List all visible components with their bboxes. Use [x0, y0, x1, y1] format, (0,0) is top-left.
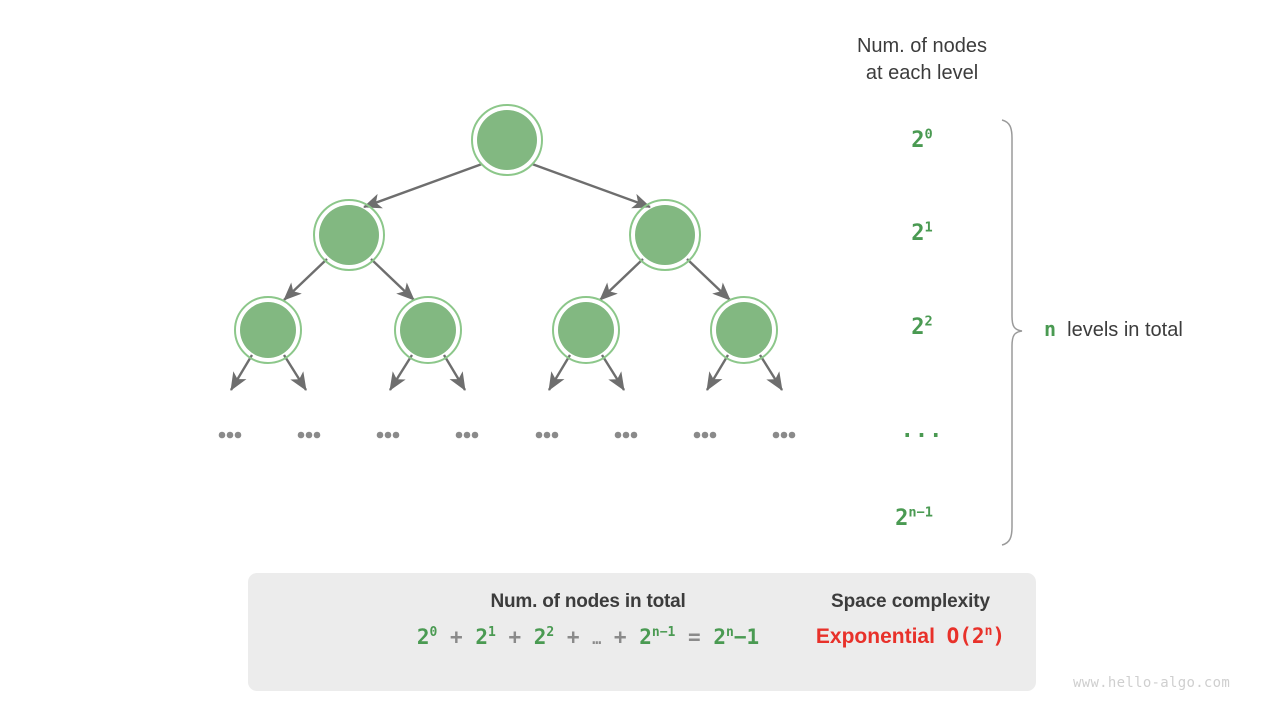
edge-l2b-right — [442, 354, 467, 391]
level-label-0: 20 — [911, 126, 933, 153]
verdict-big-o: O(2n) — [946, 624, 1006, 648]
tree-node — [629, 199, 701, 271]
summary-verdict: Exponential O(2n) — [788, 624, 1033, 649]
level-label-2: 22 — [911, 313, 933, 340]
level-label-last: 2n−1 — [895, 504, 933, 531]
tree-node — [394, 296, 462, 364]
summary-left: Num. of nodes in total 20 + 21 + 22 + … … — [258, 591, 918, 649]
ellipsis-group — [614, 431, 638, 439]
edge-l2d-right — [758, 354, 784, 391]
levels-total-label: n levels in total — [1044, 317, 1183, 342]
watermark: www.hello-algo.com — [1073, 675, 1231, 691]
level-label-1: 21 — [911, 219, 933, 246]
tree-node — [234, 296, 302, 364]
ellipsis-group — [297, 431, 321, 439]
levels-total-text: levels in total — [1067, 319, 1183, 341]
ellipsis-group — [693, 431, 717, 439]
column-header-nodes-per-level: Num. of nodes at each level — [856, 35, 988, 84]
verdict-label: Exponential — [815, 625, 935, 648]
tree-node — [552, 296, 620, 364]
tree-nodes — [234, 104, 778, 364]
summary-right: Space complexity Exponential O(2n) — [788, 591, 1033, 649]
ellipsis-group — [535, 431, 559, 439]
edge-l1b-left — [599, 258, 644, 301]
edge-l1a-left — [283, 258, 328, 301]
edge-l2c-left — [547, 354, 572, 391]
edge-l2a-right — [282, 354, 308, 391]
tree-node — [313, 199, 385, 271]
ellipsis-group — [218, 431, 242, 439]
summary-left-title: Num. of nodes in total — [490, 591, 686, 612]
edge-root-left — [363, 162, 483, 209]
level-label-ellipsis: ... — [900, 418, 944, 443]
summary-box: Num. of nodes in total 20 + 21 + 22 + … … — [248, 573, 1036, 691]
summary-right-title: Space complexity — [831, 591, 990, 612]
tree-edges — [229, 162, 784, 391]
edge-root-right — [531, 162, 651, 209]
tree-node — [471, 104, 543, 176]
edge-l1b-right — [686, 258, 731, 301]
ellipsis-group — [772, 431, 796, 439]
edge-l2a-left — [229, 354, 254, 391]
summary-formula: 20 + 21 + 22 + … + 2n−1 = 2n−1 — [416, 625, 760, 649]
edge-l2c-right — [600, 354, 626, 391]
ellipsis-group — [455, 431, 479, 439]
levels-total-variable: n — [1044, 317, 1057, 341]
edge-l2b-left — [388, 354, 414, 391]
levels-brace — [1001, 119, 1023, 546]
edge-l1a-right — [370, 258, 415, 301]
tree-ellipsis-row — [218, 431, 796, 439]
tree-node — [710, 296, 778, 364]
ellipsis-group — [376, 431, 400, 439]
edge-l2d-left — [705, 354, 730, 391]
